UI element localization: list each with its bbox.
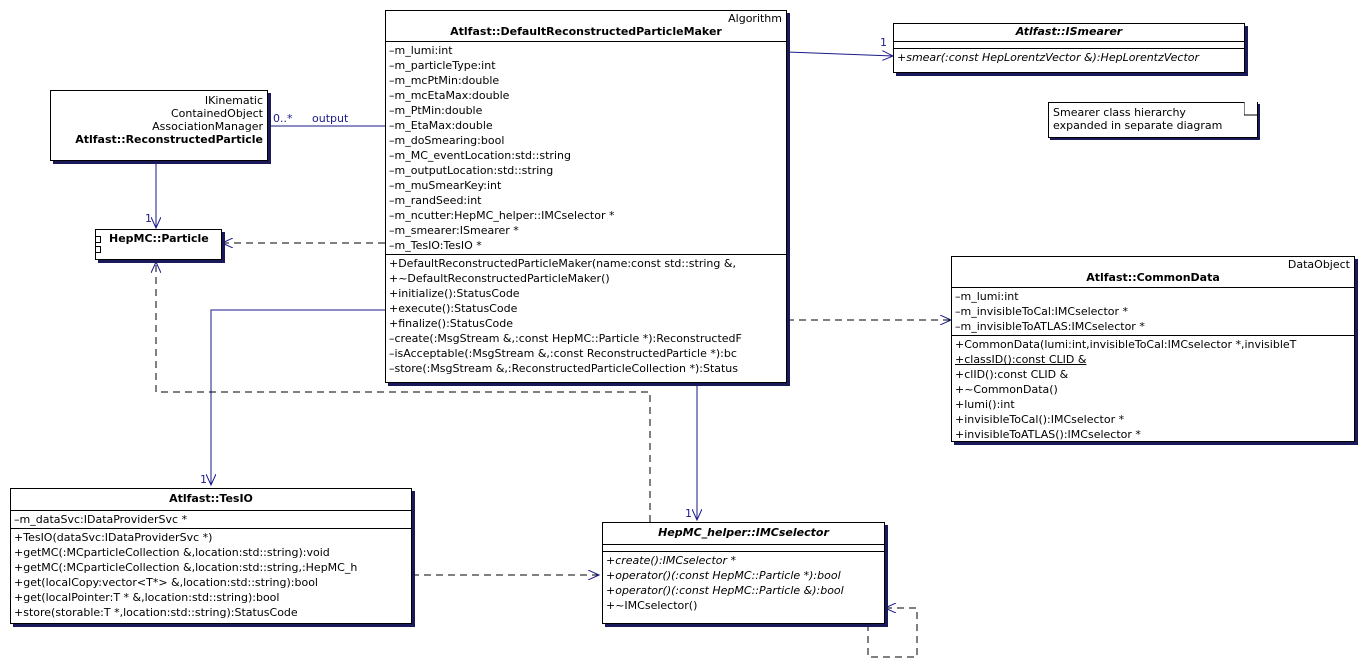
operations-section: +DefaultReconstructedParticleMaker(name:… (386, 255, 786, 377)
attribute: –m_dataSvc:IDataProviderSvc * (14, 513, 188, 526)
operation: +get(localCopy:vector<T*> &,location:std… (14, 576, 318, 589)
stereotype-contained-object: ContainedObject (170, 107, 263, 120)
attribute: –m_PtMin:double (389, 104, 483, 117)
note-fold-icon (1244, 102, 1257, 116)
component-port-icon (96, 236, 101, 253)
note-line: expanded in separate diagram (1053, 119, 1223, 132)
operation: +DefaultReconstructedParticleMaker(name:… (389, 257, 736, 270)
operations-section: +create():IMCselector * +operator()(:con… (603, 552, 884, 614)
note-line: Smearer class hierarchy (1053, 106, 1186, 119)
tesio-multiplicity: 1 (200, 473, 207, 486)
operations-section: +smear(:const HepLorentzVector &):HepLor… (894, 49, 1244, 66)
class-header: HepMC_helper::IMCselector (603, 523, 884, 545)
smearer-multiplicity: 1 (880, 36, 887, 49)
stereotype-algorithm: Algorithm (728, 12, 782, 25)
attribute: –m_invisibleToCal:IMCselector * (955, 305, 1129, 318)
attribute: –m_muSmearKey:int (389, 179, 502, 192)
class-name: HepMC_helper::IMCselector (658, 526, 829, 539)
class-header: Atlfast::TesIO (11, 489, 411, 511)
class-name: Atlfast::TesIO (169, 492, 253, 505)
operation: –store(:MsgStream &,:ReconstructedPartic… (389, 362, 739, 375)
operation: +clID():const CLID & (955, 368, 1069, 381)
operation: +~IMCselector() (606, 599, 698, 612)
attribute: –m_mcPtMin:double (389, 74, 500, 87)
attribute: –m_ncutter:HepMC_helper::IMCselector * (389, 209, 615, 222)
stereotype-association-manager: AssociationManager (152, 120, 263, 133)
class-name: HepMC::Particle (109, 232, 209, 245)
class-tesio[interactable]: Atlfast::TesIO –m_dataSvc:IDataProviderS… (10, 488, 412, 624)
attributes-section: –m_lumi:int –m_particleType:int –m_mcPtM… (386, 42, 786, 255)
operation: +~CommonData() (955, 383, 1058, 396)
operation: +getMC(:MCparticleCollection &,location:… (14, 546, 330, 559)
class-name: Atlfast::ReconstructedParticle (75, 133, 263, 146)
operation: +create():IMCselector * (606, 554, 737, 567)
operation: –create(:MsgStream &,:const HepMC::Parti… (389, 332, 742, 345)
class-header: IKinematic ContainedObject AssociationMa… (51, 91, 267, 149)
attributes-section (894, 42, 1244, 49)
operation: +operator()(:const HepMC::Particle *):bo… (606, 569, 841, 582)
note-smearer-hierarchy: Smearer class hierarchy expanded in sepa… (1048, 102, 1258, 138)
operation: +CommonData(lumi:int,invisibleToCal:IMCs… (955, 338, 1297, 351)
operation: +lumi():int (955, 398, 1015, 411)
operation: +~DefaultReconstructedParticleMaker() (389, 272, 610, 285)
class-name: Atlfast::ISmearer (1015, 25, 1123, 38)
output-role: output (312, 112, 349, 125)
stereotype-ikinematic: IKinematic (204, 94, 263, 107)
class-common-data[interactable]: DataObject Atlfast::CommonData –m_lumi:i… (951, 256, 1355, 442)
class-imcselector[interactable]: HepMC_helper::IMCselector +create():IMCs… (602, 522, 885, 624)
class-header: DataObject Atlfast::CommonData (952, 257, 1354, 288)
attributes-section (603, 545, 884, 552)
attribute: –m_doSmearing:bool (389, 134, 505, 147)
particle-multiplicity: 1 (145, 212, 152, 225)
class-header: Atlfast::ISmearer (894, 24, 1244, 42)
stereotype-data-object: DataObject (1287, 258, 1350, 271)
operation: +finalize():StatusCode (389, 317, 514, 330)
attribute: –m_mcEtaMax:double (389, 89, 510, 102)
operation: +execute():StatusCode (389, 302, 518, 315)
attribute: –m_outputLocation:std::string (389, 164, 554, 177)
dep-selector-particle (156, 262, 651, 522)
attributes-section: –m_dataSvc:IDataProviderSvc * (11, 511, 411, 529)
class-default-reconstructed-particle-maker[interactable]: Algorithm Atlfast::DefaultReconstructedP… (385, 10, 787, 383)
operation: +store(storable:T *,location:std::string… (14, 606, 298, 619)
attribute: –m_EtaMax:double (389, 119, 493, 132)
operation: –isAcceptable(:MsgStream &,:const Recons… (389, 347, 737, 360)
attributes-section: –m_lumi:int –m_invisibleToCal:IMCselecto… (952, 288, 1354, 336)
attribute: –m_randSeed:int (389, 194, 482, 207)
operation: +smear(:const HepLorentzVector &):HepLor… (897, 51, 1200, 64)
attribute: –m_particleType:int (389, 59, 496, 72)
operation: +get(localPointer:T * &,location:std::st… (14, 591, 280, 604)
class-hepmc-particle[interactable]: HepMC::Particle (95, 229, 222, 260)
operations-section: +CommonData(lumi:int,invisibleToCal:IMCs… (952, 336, 1354, 441)
selector-multiplicity: 1 (685, 507, 692, 520)
attribute: –m_lumi:int (955, 290, 1019, 303)
class-header: Algorithm Atlfast::DefaultReconstructedP… (386, 11, 786, 42)
attribute: –m_invisibleToATLAS:IMCselector * (955, 320, 1145, 333)
class-name: Atlfast::DefaultReconstructedParticleMak… (450, 25, 722, 38)
class-ismearer[interactable]: Atlfast::ISmearer +smear(:const HepLoren… (893, 23, 1245, 73)
operations-section: +TesIO(dataSvc:IDataProviderSvc *) +getM… (11, 529, 411, 621)
attribute: –m_MC_eventLocation:std::string (389, 149, 571, 162)
operation: +TesIO(dataSvc:IDataProviderSvc *) (14, 531, 213, 544)
operation: +getMC(:MCparticleCollection &,location:… (14, 561, 358, 574)
operation: +initialize():StatusCode (389, 287, 520, 300)
attribute: –m_smearer:ISmearer * (389, 224, 519, 237)
class-name: Atlfast::CommonData (1086, 271, 1220, 284)
operation: +classID():const CLID & (955, 353, 1087, 366)
operation: +invisibleToCal():IMCselector * (955, 413, 1125, 426)
output-multiplicity: 0..* (273, 112, 293, 125)
assoc-maker-smearer (786, 52, 893, 56)
class-reconstructed-particle[interactable]: IKinematic ContainedObject AssociationMa… (50, 90, 268, 161)
attribute: –m_TesIO:TesIO * (389, 239, 482, 252)
attribute: –m_lumi:int (389, 44, 453, 57)
assoc-maker-tesio (211, 309, 385, 485)
operation: +invisibleToATLAS():IMCselector * (955, 428, 1141, 441)
operation: +operator()(:const HepMC::Particle &):bo… (606, 584, 844, 597)
